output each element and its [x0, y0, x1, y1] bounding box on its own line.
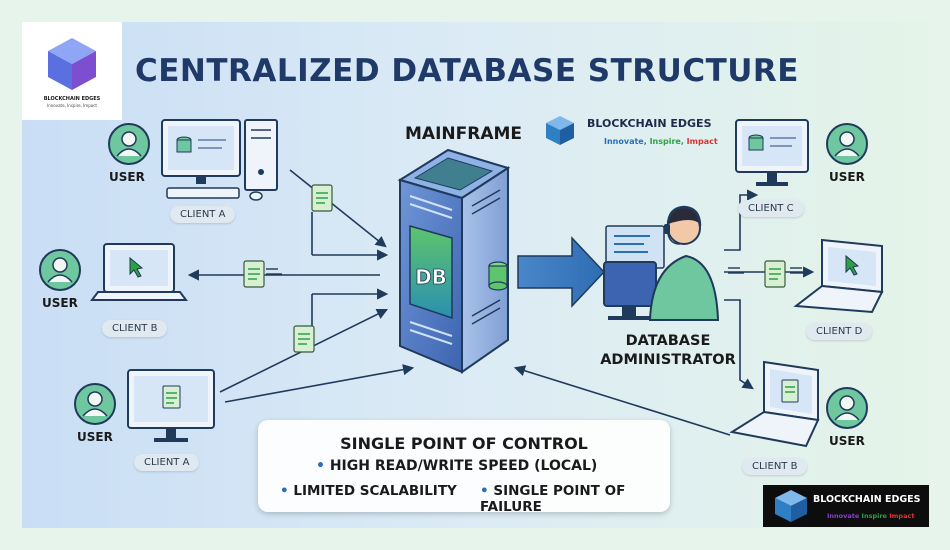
- laptop-icon: [729, 360, 820, 448]
- arrow-to-client-b-right: [724, 299, 754, 390]
- motion-dashes: [266, 267, 806, 275]
- user-label: USER: [77, 430, 113, 444]
- document-icon: [293, 325, 315, 353]
- document-icons: [243, 184, 786, 353]
- page-title: CENTRALIZED DATABASE STRUCTURE: [135, 53, 799, 89]
- administrator-label-line1: DATABASE: [625, 333, 711, 349]
- info-title: SINGLE POINT OF CONTROL: [340, 434, 588, 453]
- administrator-label-line2: ADMINISTRATOR: [600, 352, 736, 368]
- administrator-icon: [603, 205, 720, 321]
- arrow-client-a-bottom-2: [224, 364, 415, 403]
- laptop-icon: [90, 243, 188, 301]
- logo-tagline: Innovate, Inspire, Impact: [47, 103, 97, 108]
- monitor-icon: [127, 369, 215, 442]
- monitor-icon: [735, 119, 809, 186]
- corner-logo-name: BLOCKCHAIN EDGES: [813, 494, 921, 505]
- arrow-client-a-top: [289, 169, 387, 248]
- mainframe-label: MAINFRAME: [405, 124, 523, 144]
- mainframe-server-icon: [397, 148, 511, 374]
- user-icon: [108, 123, 150, 165]
- client-a-bottom-label: CLIENT A: [134, 454, 200, 471]
- user-label: USER: [829, 170, 865, 184]
- document-icon: [311, 184, 333, 212]
- document-icon: [764, 260, 786, 288]
- client-b-right-label: CLIENT B: [742, 458, 808, 475]
- info-line-scalability: • LIMITED SCALABILITY: [280, 483, 457, 499]
- server-db-label: DB: [415, 265, 447, 289]
- user-label: USER: [829, 434, 865, 448]
- user-label: USER: [109, 170, 145, 184]
- user-icons: [39, 123, 868, 429]
- logo-name: BLOCKCHAIN EDGES: [43, 96, 101, 102]
- arrow-to-client-c: [724, 189, 759, 251]
- client-b-left-label: CLIENT B: [102, 320, 168, 337]
- logo-cube-overlay-icon: [48, 38, 96, 90]
- brand-badge-cube-icon: [546, 116, 574, 145]
- user-icon: [39, 249, 81, 291]
- desktop-computer-icon: [161, 119, 278, 201]
- info-box: SINGLE POINT OF CONTROL • HIGH READ/WRIT…: [258, 420, 670, 515]
- info-line-failure: • SINGLE POINT OF FAILURE: [480, 483, 626, 515]
- laptop-icon: [793, 238, 884, 314]
- corner-logo-cube-overlay-icon: [775, 490, 807, 522]
- brand-badge-tagline: Innovate, Inspire, Impact: [604, 137, 718, 146]
- info-line-speed: • HIGH READ/WRITE SPEED (LOCAL): [316, 458, 598, 474]
- user-icon: [74, 383, 116, 425]
- client-d-label: CLIENT D: [806, 323, 873, 340]
- client-a-top-label: CLIENT A: [170, 206, 236, 223]
- arrow-client-b-right: [513, 365, 731, 436]
- user-icon: [826, 387, 868, 429]
- administrator-label: DATABASE ADMINISTRATOR: [598, 332, 738, 370]
- big-arrow-icon: [517, 236, 606, 308]
- brand-badge-name: BLOCKCHAIN EDGES: [587, 117, 712, 130]
- user-label: USER: [42, 296, 78, 310]
- user-icon: [826, 123, 868, 165]
- document-icon: [243, 260, 265, 288]
- connection-arrows: [187, 169, 815, 436]
- corner-logo-tagline: Innovate Inspire Impact: [827, 512, 915, 520]
- client-c-label: CLIENT C: [738, 200, 804, 217]
